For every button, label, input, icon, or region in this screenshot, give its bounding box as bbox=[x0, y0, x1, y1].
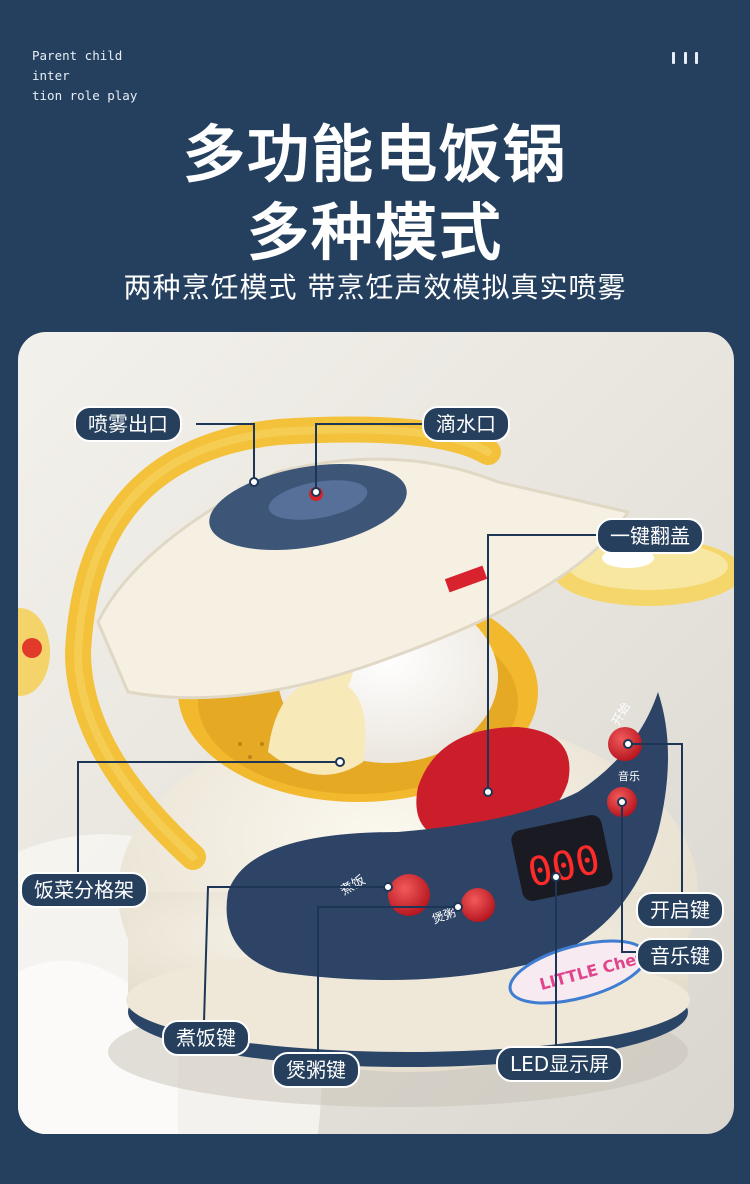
tagline-line-2: tion role play bbox=[32, 88, 138, 103]
page-title-line-2: 多种模式 bbox=[246, 196, 503, 269]
tagline: Parent child inter tion role play bbox=[32, 46, 162, 106]
callout-cook-rice-key: 煮饭键 bbox=[162, 1020, 250, 1056]
callout-porridge-key: 煲粥键 bbox=[272, 1052, 360, 1088]
callout-spray-outlet: 喷雾出口 bbox=[74, 406, 182, 442]
callout-led-screen: LED显示屏 bbox=[496, 1046, 624, 1082]
page-title-line-1: 多功能电饭锅 bbox=[182, 118, 567, 191]
callout-drip-outlet: 滴水口 bbox=[422, 406, 510, 442]
callout-steamer-rack: 饭菜分格架 bbox=[20, 872, 148, 908]
callout-start-key: 开启键 bbox=[636, 892, 724, 928]
panel-start-text: 开始 bbox=[609, 700, 633, 728]
callout-music-key: 音乐键 bbox=[636, 938, 724, 974]
menu-bars-icon[interactable] bbox=[672, 52, 698, 66]
page-subtitle: 两种烹饪模式 带烹饪声效模拟真实喷雾 bbox=[123, 271, 627, 304]
cook-rice-button[interactable] bbox=[388, 874, 430, 916]
rice-cooker-illustration: 000 开始 音乐 煮饭 煲粥 LITTLE Chef bbox=[18, 416, 734, 1134]
product-photo: 000 开始 音乐 煮饭 煲粥 LITTLE Chef bbox=[18, 332, 734, 1134]
panel-music-text: 音乐 bbox=[618, 769, 640, 783]
tagline-line-1: Parent child inter bbox=[32, 48, 123, 83]
porridge-button[interactable] bbox=[461, 888, 495, 922]
callout-flip-lid: 一键翻盖 bbox=[596, 518, 704, 554]
